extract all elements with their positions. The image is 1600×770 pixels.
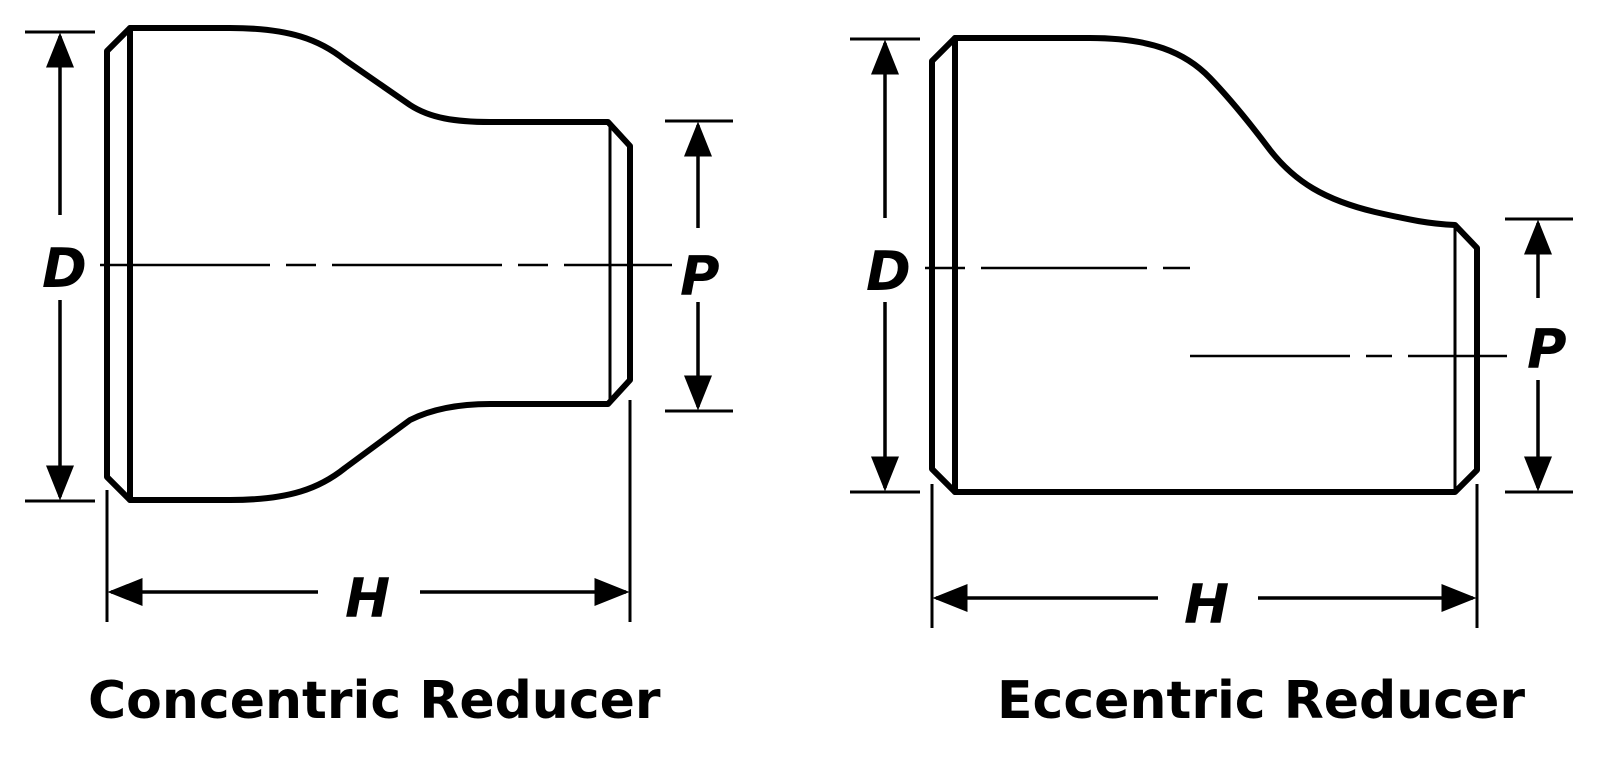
concentric-reducer-title: Concentric Reducer	[88, 671, 661, 731]
eccentric-h-label: H	[1184, 573, 1229, 636]
eccentric-reducer-title: Eccentric Reducer	[997, 671, 1525, 731]
concentric-body-outline	[104, 25, 633, 503]
concentric-p-label: P	[680, 245, 720, 308]
concentric-d-label: D	[42, 237, 87, 300]
concentric-reducer: D P H Concentric Reducer	[25, 25, 733, 731]
eccentric-d-label: D	[866, 240, 911, 303]
concentric-h-label: H	[345, 567, 390, 630]
eccentric-reducer: D P H Eccentric Reducer	[850, 35, 1573, 731]
eccentric-p-label: P	[1527, 318, 1567, 381]
eccentric-body-outline	[929, 35, 1480, 495]
